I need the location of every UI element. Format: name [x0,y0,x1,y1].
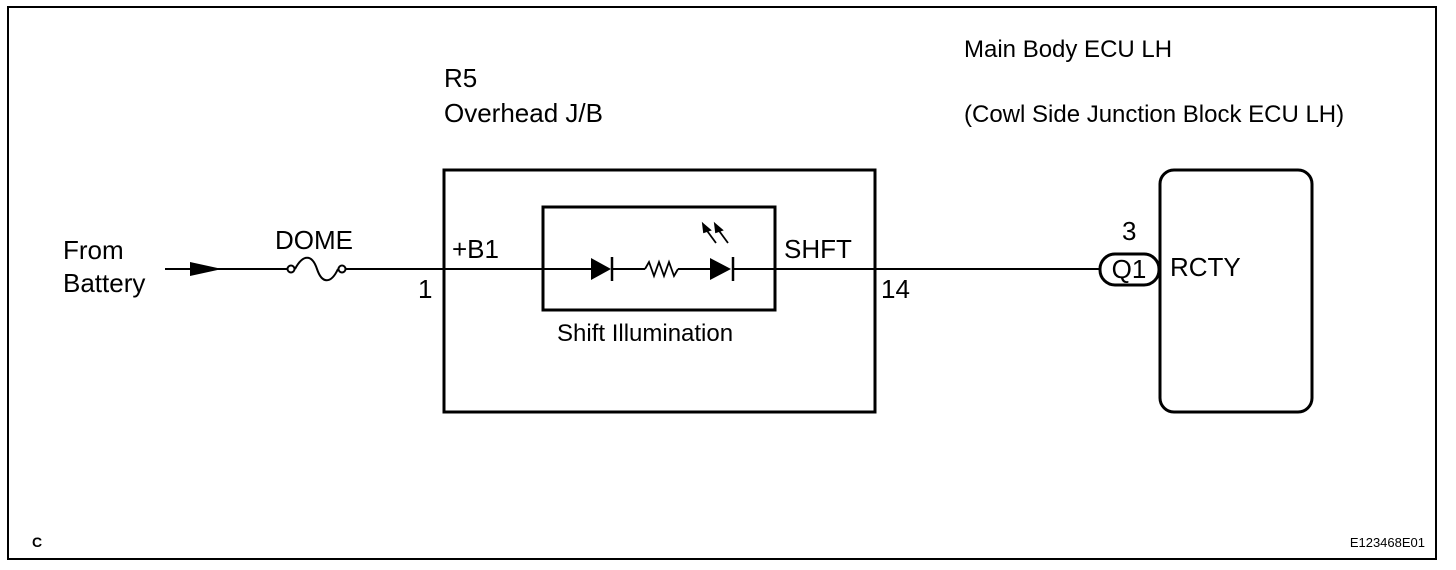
shift-illumination-label: Shift Illumination [557,320,733,347]
shift-illumination-box [541,205,777,312]
corner-letter: C [32,534,42,550]
connector-label: Q1 [1112,254,1147,284]
junction-block-code: R5 [444,63,477,93]
figure-code: E123468E01 [1350,535,1425,550]
ecu-terminal-label: RCTY [1170,252,1241,282]
resistor-icon [644,259,679,279]
battery-arrow-icon [190,262,222,276]
connector-q1 [1098,252,1161,287]
light-emission-icon [701,221,729,244]
fuse-name: DOME [275,225,353,255]
output-terminal-label: SHFT [784,234,852,264]
output-pin-number: 14 [881,274,910,304]
ecu-box [1158,168,1314,414]
led-icon [710,257,735,281]
source-label-line2: Battery [63,268,145,298]
fuse-icon [286,256,347,282]
ecu-title: Main Body ECU LH [964,36,1172,63]
diode-icon [591,257,614,281]
input-pin-number: 1 [418,274,432,304]
source-label-line1: From [63,235,124,265]
input-terminal-label: +B1 [452,234,499,264]
ecu-pin-number: 3 [1122,216,1136,246]
ecu-subtitle: (Cowl Side Junction Block ECU LH) [964,101,1344,128]
diagram-frame [7,6,1437,560]
junction-block-name: Overhead J/B [444,98,603,128]
junction-block-box [442,168,877,414]
